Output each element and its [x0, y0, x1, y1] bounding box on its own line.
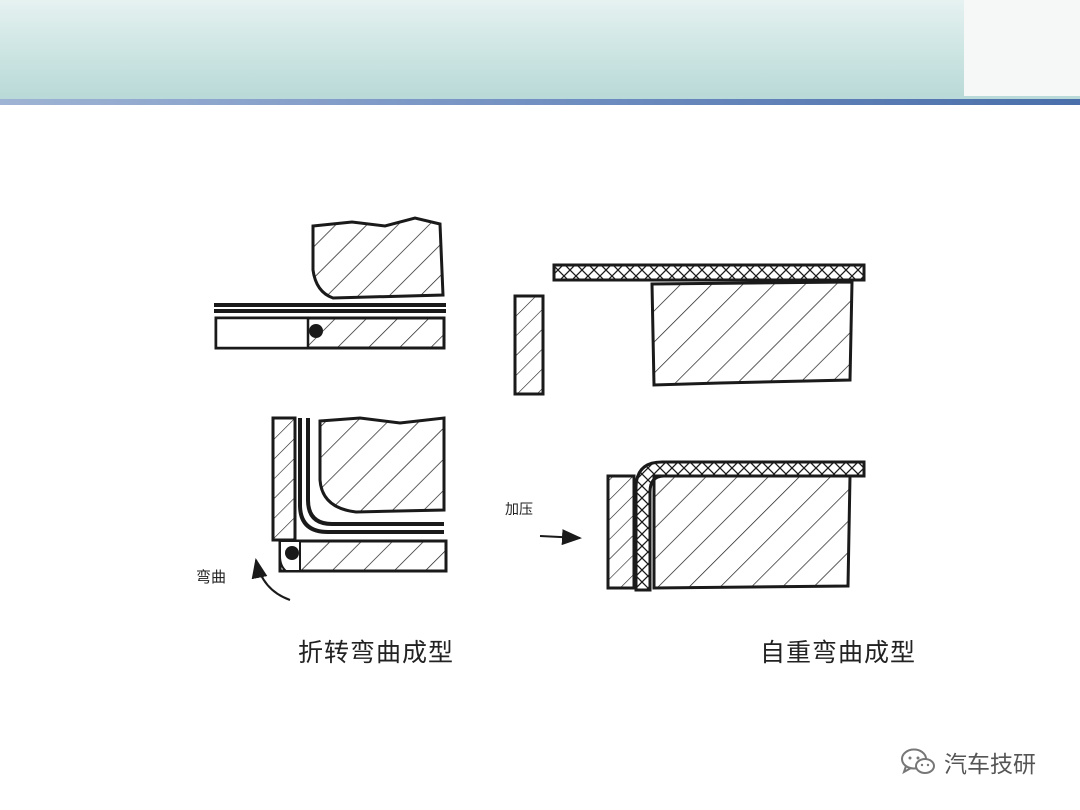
upper-die-block [311, 216, 445, 300]
composite-sheet [552, 263, 866, 282]
hinge-pivot-bent [285, 546, 299, 560]
upper-die-block-bent [318, 416, 446, 514]
rotated-flap [271, 416, 297, 542]
support-block-bent [652, 474, 852, 590]
hinge-bar [214, 316, 310, 350]
composite-sheet-bent [634, 460, 866, 592]
gravity-setup-flat [513, 263, 866, 396]
bent-sheet-inner [306, 418, 444, 526]
header-corner-panel [964, 0, 1080, 96]
support-block [650, 280, 854, 387]
gravity-setup-bent [539, 460, 866, 592]
bend-label: 弯曲 [196, 568, 227, 586]
bent-sheet-outer [298, 418, 444, 534]
press-label: 加压 [505, 502, 533, 518]
wechat-icon [901, 748, 935, 775]
bend-direction-arrow [251, 558, 291, 601]
watermark: 汽车技研 [900, 744, 1036, 780]
caption-gravity-bending: 自重弯曲成型 [760, 638, 917, 667]
hinge-pivot [309, 324, 323, 338]
side-die-block [513, 294, 545, 396]
lower-table-bent [278, 539, 448, 573]
header-band [0, 0, 1080, 104]
press-direction-arrow [539, 529, 582, 546]
header-rule [0, 99, 1080, 105]
fold-setup-bent [251, 416, 448, 601]
side-die-block-bent [606, 474, 636, 590]
caption-fold-bending: 折转弯曲成型 [298, 638, 455, 667]
watermark-text: 汽车技研 [944, 752, 1036, 778]
fold-setup-flat [214, 216, 446, 350]
